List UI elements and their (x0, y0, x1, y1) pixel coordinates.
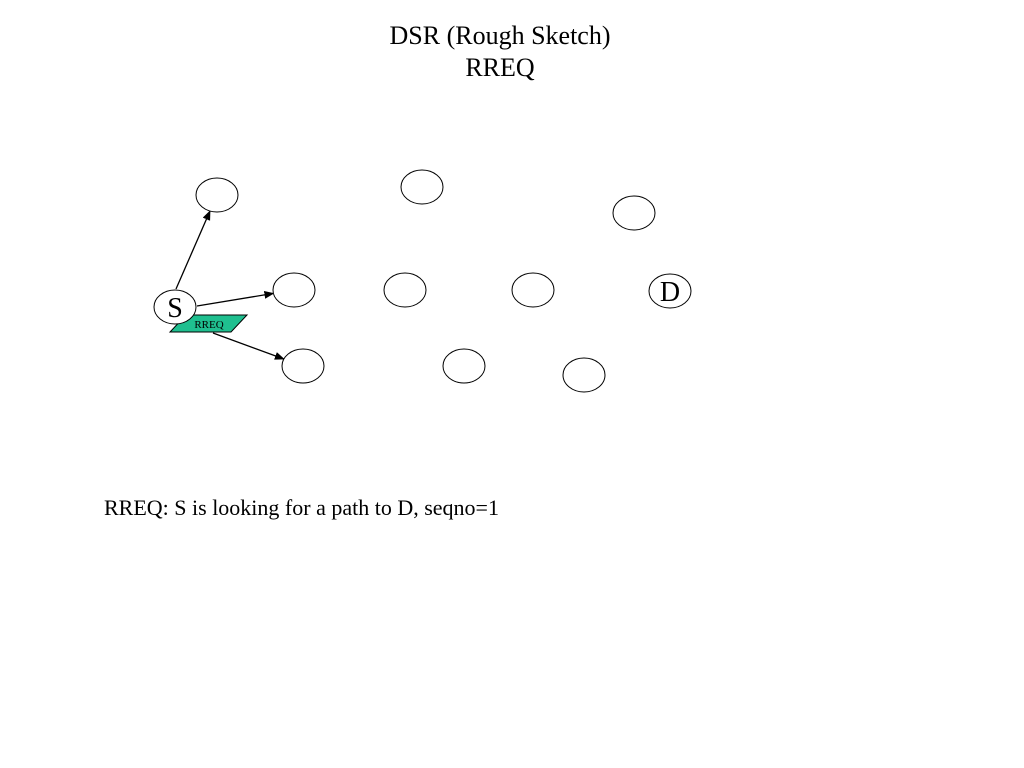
edge-S-n8 (212, 332, 285, 360)
slide-title: DSR (Rough Sketch) (389, 21, 611, 50)
node-circle (442, 348, 486, 384)
node-n7 (562, 357, 606, 393)
node-label: D (660, 277, 680, 308)
node-n5 (383, 272, 427, 308)
node-n9 (442, 348, 486, 384)
node-n8 (281, 348, 325, 384)
slide-title-block: DSR (Rough Sketch) RREQ (0, 20, 1000, 84)
node-circle (511, 272, 555, 308)
node-S: S (153, 289, 197, 325)
slide-caption: RREQ: S is looking for a path to D, seqn… (104, 495, 499, 520)
node-circle (562, 357, 606, 393)
edges-layer (175, 210, 285, 360)
node-circle (272, 272, 316, 308)
node-n6 (511, 272, 555, 308)
node-circle (400, 169, 444, 205)
nodes-layer: SD (153, 169, 692, 393)
node-D: D (648, 273, 692, 309)
slide-subtitle: RREQ (465, 53, 535, 82)
edge-S-n4 (196, 290, 275, 307)
node-circle (153, 289, 197, 325)
node-circle (195, 177, 239, 213)
node-label: S (167, 293, 183, 324)
node-n3 (612, 195, 656, 231)
node-n2 (400, 169, 444, 205)
edge-S-n1 (175, 210, 211, 290)
node-circle (612, 195, 656, 231)
rreq-packet-label: RREQ (194, 319, 223, 331)
node-circle (281, 348, 325, 384)
node-circle (648, 273, 692, 309)
node-circle (383, 272, 427, 308)
node-n4 (272, 272, 316, 308)
node-n1 (195, 177, 239, 213)
